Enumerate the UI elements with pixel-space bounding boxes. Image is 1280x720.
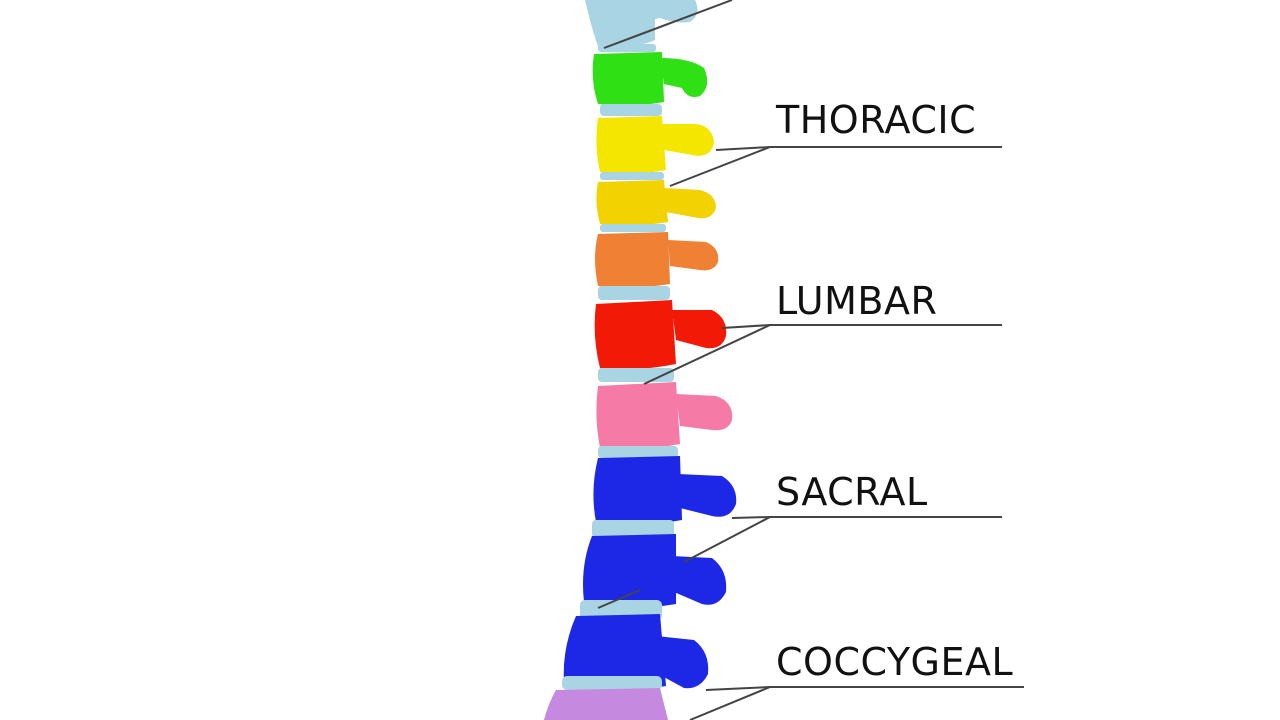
vertebra-red-body — [594, 300, 676, 370]
vertebra-blue-1-process — [678, 474, 737, 517]
label-lumbar: LUMBAR — [776, 279, 938, 323]
disc-10 — [562, 676, 662, 690]
vertebra-cervical-process — [650, 0, 698, 23]
vertebra-yellow-1 — [596, 116, 714, 174]
disc-1 — [598, 44, 656, 52]
disc-4 — [600, 224, 666, 232]
vertebra-cervical-body — [585, 0, 655, 47]
leader-lines — [597, 0, 1024, 720]
vertebra-purple — [544, 688, 668, 720]
vertebra-yellow-2 — [596, 180, 716, 226]
vertebra-blue-2-body — [583, 534, 676, 608]
leader-line-coccygeal — [689, 686, 1024, 720]
leader-line-thoracic-upper — [715, 146, 771, 151]
vertebra-blue-2 — [583, 534, 727, 608]
vertebra-red-process — [672, 310, 727, 349]
vertebra-pink-body — [596, 382, 680, 450]
vertebra-orange — [595, 232, 719, 288]
vertebra-blue-2-process — [672, 556, 727, 605]
vertebra-blue-3 — [563, 614, 709, 690]
label-sacral: SACRAL — [776, 470, 928, 514]
vertebra-yellow-1-body — [596, 116, 666, 174]
vertebra-orange-body — [595, 232, 670, 288]
vertebra-blue-1-body — [593, 456, 682, 525]
leader-line-top — [603, 0, 733, 49]
leader-line-sacral-upper — [731, 516, 771, 519]
leader-line-coccygeal-upper — [705, 686, 771, 691]
disc-2 — [600, 104, 662, 116]
leader-line-lumbar-upper — [721, 324, 771, 329]
vertebra-orange-process — [668, 240, 719, 271]
vertebra-purple-body — [544, 688, 668, 720]
vertebra-green — [592, 52, 708, 106]
label-coccygeal: COCCYGEAL — [776, 640, 1014, 684]
disc-3 — [600, 172, 664, 180]
disc-5 — [598, 286, 670, 300]
disc-7 — [598, 446, 678, 458]
vertebra-blue-3-process — [656, 636, 709, 689]
vertebra-cervical — [585, 0, 698, 47]
leader-line-sacral-lower — [597, 589, 641, 609]
leader-line-thoracic — [669, 146, 1002, 187]
vertebra-green-process — [660, 58, 708, 97]
vertebra-pink — [596, 382, 733, 450]
vertebra-yellow-1-process — [662, 124, 714, 156]
vertebra-yellow-2-process — [664, 188, 716, 219]
leader-line-sacral — [683, 516, 1002, 563]
vertebra-yellow-2-body — [596, 180, 668, 226]
vertebra-blue-3-body — [563, 614, 666, 690]
vertebra-blue-1 — [593, 456, 737, 525]
vertebra-pink-process — [676, 394, 733, 431]
vertebra-green-body — [592, 52, 664, 106]
label-thoracic: THORACIC — [776, 98, 977, 142]
vertebra-red — [594, 300, 727, 370]
disc-8 — [592, 520, 674, 538]
